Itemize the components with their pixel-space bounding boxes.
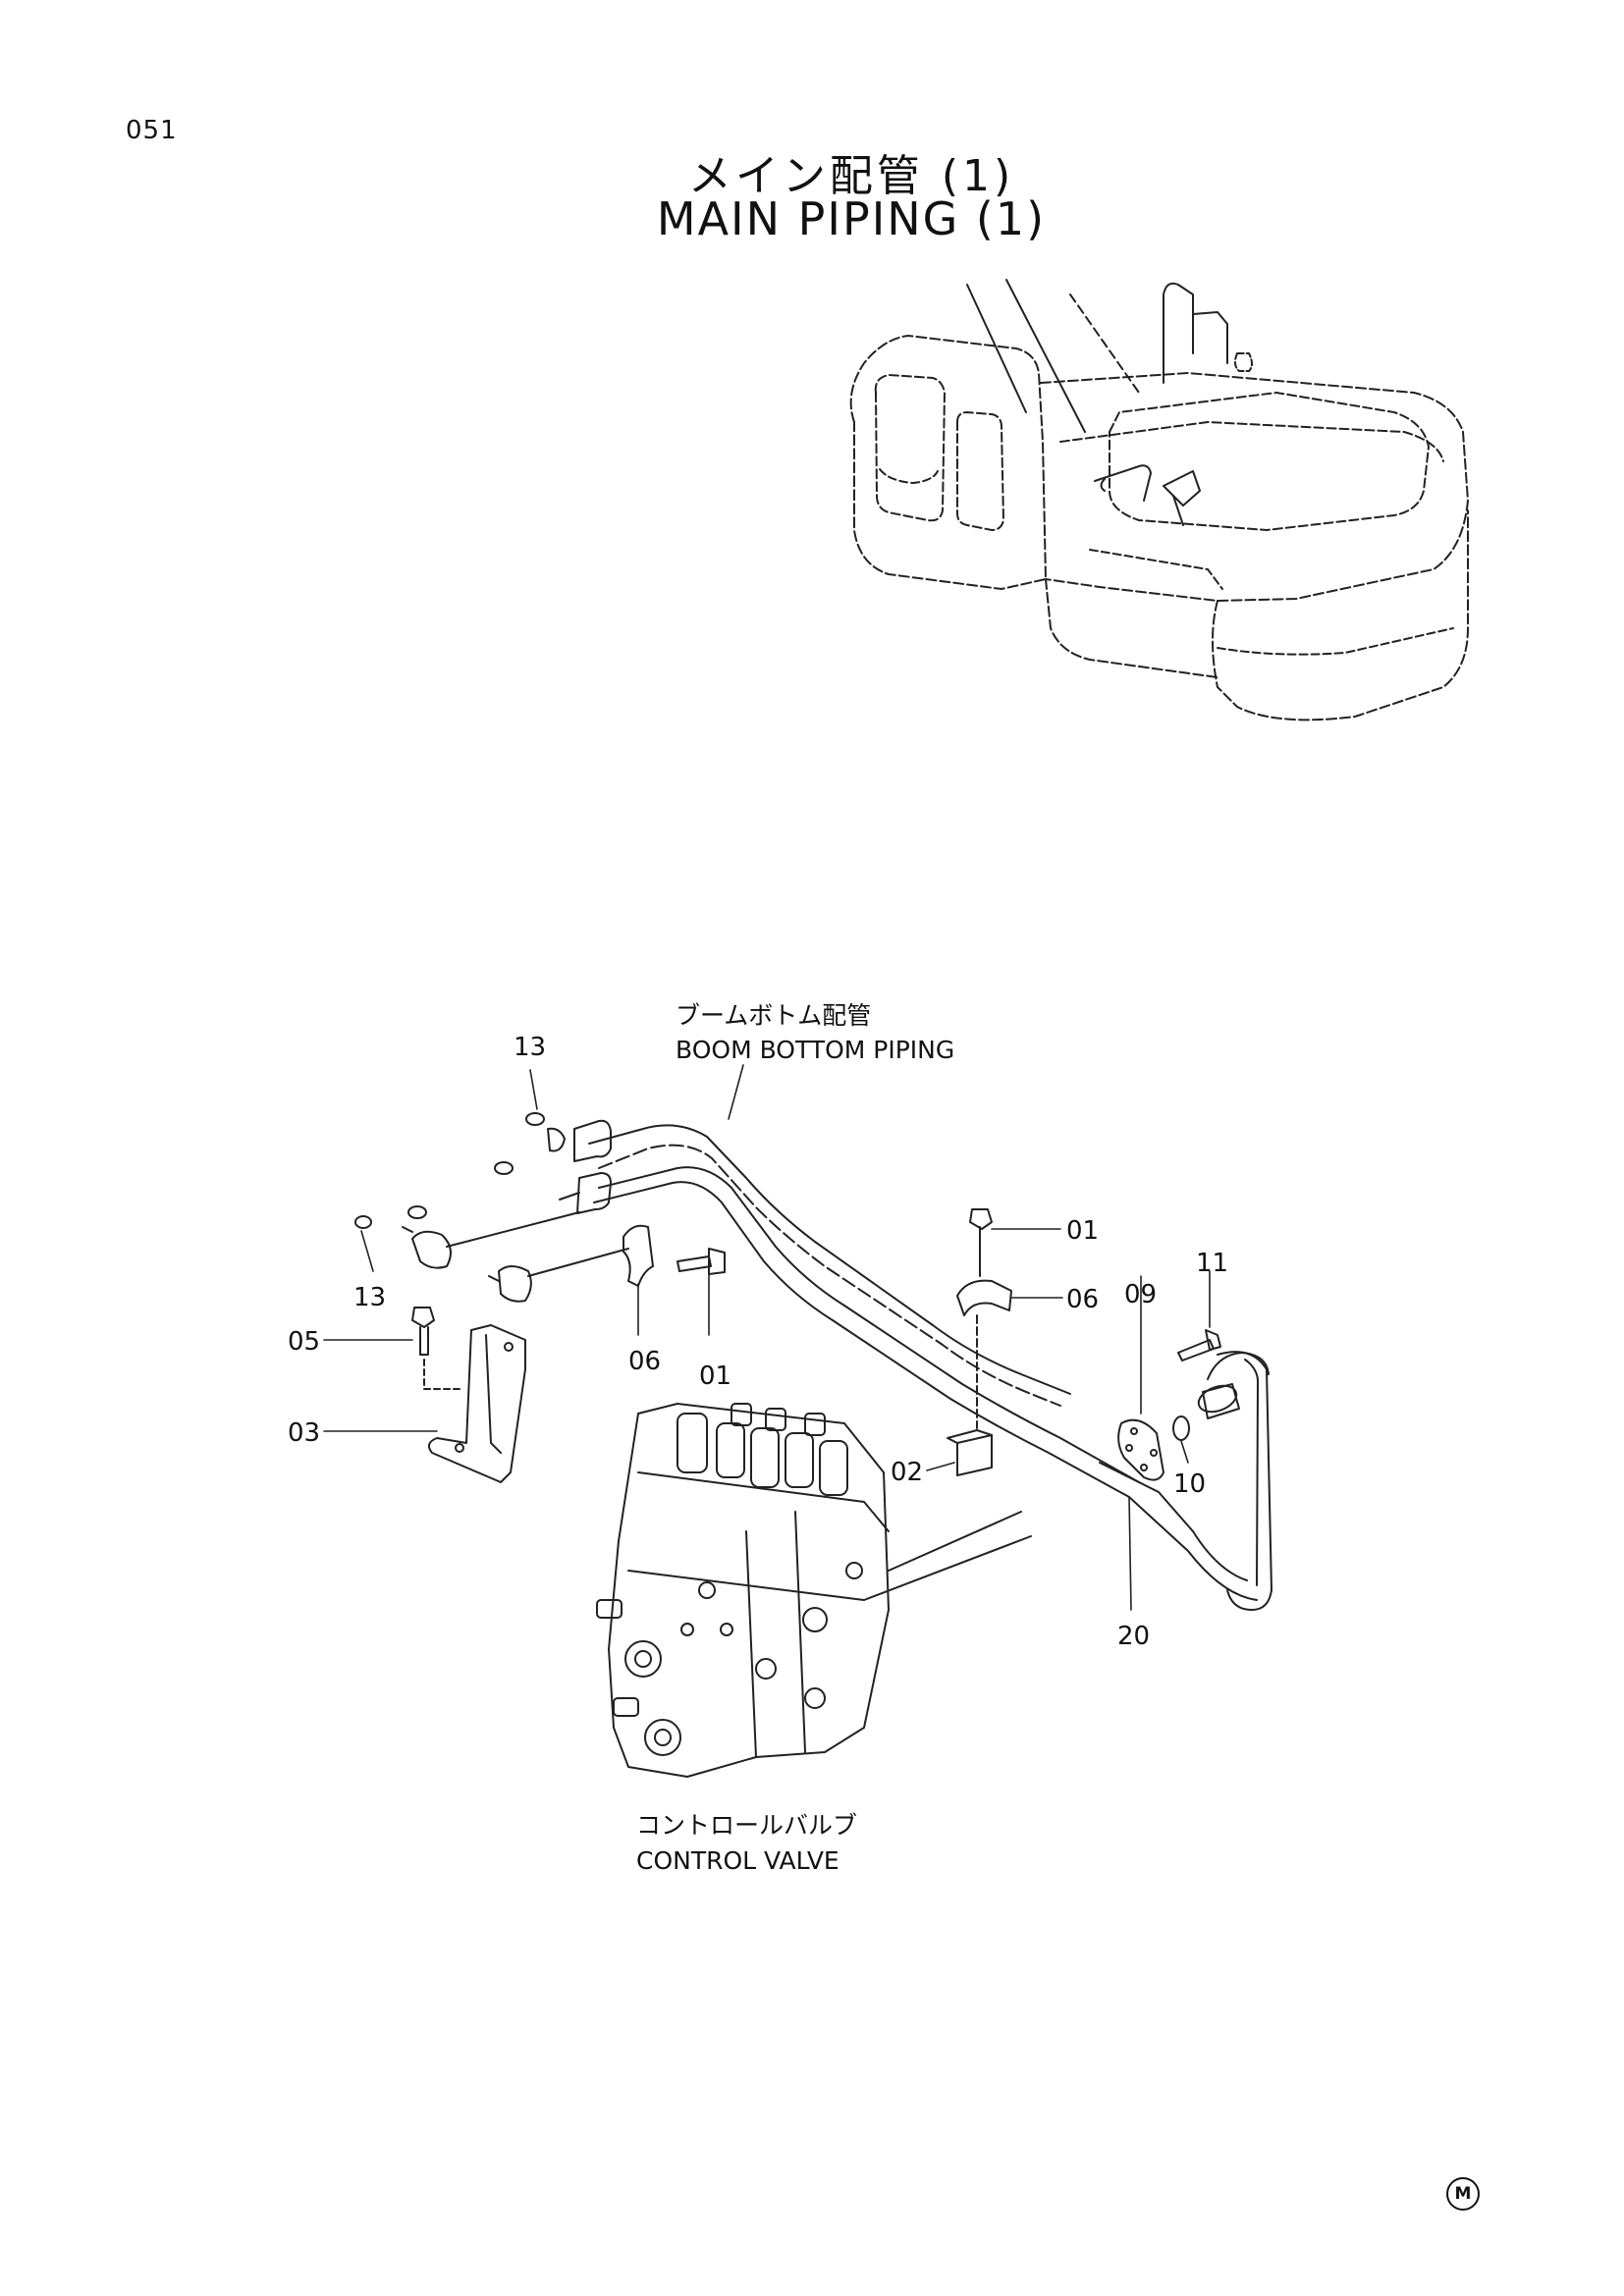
callout-01-mid: 01	[699, 1362, 731, 1391]
corner-mark: M	[1446, 2177, 1480, 2211]
title-english: MAIN PIPING (1)	[656, 192, 1047, 245]
boom-bottom-piping-jp-label: ブームボトム配管	[676, 1001, 871, 1030]
callout-13-top: 13	[514, 1033, 546, 1062]
callout-10: 10	[1173, 1469, 1206, 1499]
callout-05: 05	[288, 1327, 320, 1357]
piping-assembly	[354, 1112, 1272, 1611]
callout-02: 02	[891, 1458, 923, 1487]
callout-09: 09	[1124, 1280, 1157, 1309]
callout-06-right: 06	[1066, 1285, 1099, 1314]
boom-bottom-piping-en-label: BOOM BOTTOM PIPING	[676, 1036, 954, 1064]
title-japanese: メイン配管 (1)	[687, 151, 1015, 201]
control-valve-en-label: CONTROL VALVE	[636, 1846, 839, 1875]
callout-03: 03	[288, 1418, 320, 1448]
callout-06-mid: 06	[628, 1347, 661, 1376]
callout-01-right: 01	[1066, 1216, 1099, 1246]
control-valve	[596, 1403, 1032, 1778]
excavator-overview	[849, 279, 1469, 721]
control-valve-jp-label: コントロールバルブ	[636, 1811, 857, 1840]
page-number: 051	[126, 116, 178, 145]
leader-lines	[323, 1064, 1211, 1611]
callout-20: 20	[1117, 1622, 1150, 1651]
callout-13-left: 13	[353, 1283, 386, 1312]
callout-11: 11	[1196, 1249, 1228, 1278]
